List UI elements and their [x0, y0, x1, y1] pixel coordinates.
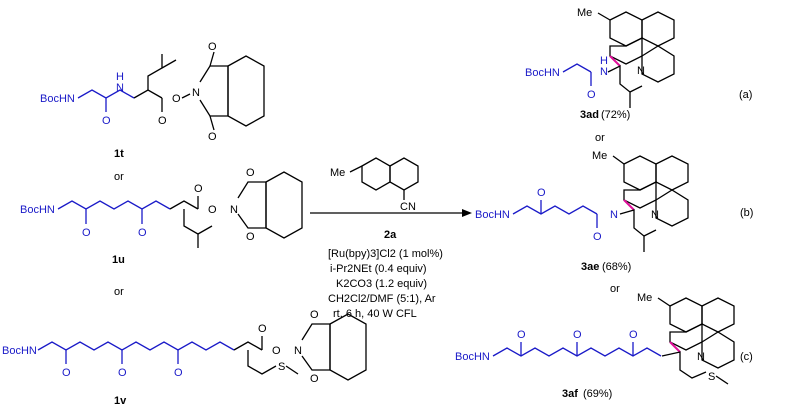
reactant-1u: BocHN O O O O N O O 1u or [20, 167, 303, 298]
methyl-label: Me [592, 150, 607, 162]
svg-text:O: O [174, 367, 183, 379]
svg-text:S: S [708, 371, 715, 383]
svg-text:O: O [62, 367, 71, 379]
svg-text:O: O [310, 309, 319, 321]
condition-4: CH2Cl2/DMF (5:1), Ar [328, 293, 436, 305]
substituent-cn: CN [400, 201, 416, 213]
reaction-arrow [310, 209, 472, 217]
svg-text:O: O [172, 93, 181, 105]
svg-text:H: H [116, 71, 124, 83]
compound-label-3ae: 3ae [581, 261, 599, 273]
svg-text:S: S [278, 361, 285, 373]
svg-text:N: N [294, 345, 302, 357]
svg-text:O: O [118, 367, 127, 379]
svg-text:O: O [208, 41, 217, 53]
tag-b: (b) [740, 207, 753, 219]
svg-text:O: O [258, 323, 267, 335]
conditions: [Ru(bpy)3]Cl2 (1 mol%) i-Pr2NEt (0.4 equ… [328, 248, 443, 320]
product-3ad: Me N BocHN O H N 3ad (72%) or (a) [525, 7, 752, 144]
boc-label-3ae: BocHN [475, 209, 510, 221]
svg-text:H: H [600, 55, 608, 67]
svg-text:N: N [230, 204, 238, 216]
svg-text:O: O [246, 231, 255, 243]
svg-text:O: O [158, 115, 167, 127]
methyl-label: Me [577, 7, 592, 19]
yield-3ad: (72%) [601, 109, 630, 121]
yield-3af: (69%) [583, 388, 612, 400]
svg-text:O: O [517, 329, 526, 341]
svg-text:O: O [573, 329, 582, 341]
tag-a: (a) [739, 89, 752, 101]
boc-label-3af: BocHN [455, 351, 490, 363]
svg-text:N: N [600, 66, 608, 78]
compound-label-1v: 1v [114, 395, 127, 407]
svg-text:O: O [537, 187, 546, 199]
product-3af: Me N BocHN O O O S 3af (69%) (c) [455, 292, 753, 400]
svg-text:N: N [651, 209, 659, 221]
reagent-label-2a: 2a [384, 229, 397, 241]
condition-3: K2CO3 (1.2 equiv) [336, 278, 427, 290]
svg-text:O: O [629, 329, 638, 341]
compound-label-1t: 1t [114, 148, 124, 160]
svg-text:O: O [194, 183, 203, 195]
svg-text:N: N [116, 82, 124, 94]
reactant-1v: BocHN O O O S O O N O O 1v [2, 309, 367, 407]
condition-1: [Ru(bpy)3]Cl2 (1 mol%) [328, 248, 443, 260]
svg-text:O: O [272, 345, 281, 357]
svg-text:N: N [610, 209, 618, 221]
svg-text:O: O [246, 167, 255, 179]
compound-label-1u: 1u [112, 254, 125, 266]
reagent-2a: Me CN [330, 157, 419, 213]
boc-label-1u: BocHN [20, 204, 55, 216]
svg-text:O: O [310, 373, 319, 385]
svg-text:N: N [697, 351, 705, 363]
methyl-label: Me [637, 292, 652, 304]
svg-text:O: O [208, 204, 217, 216]
yield-3ae: (68%) [602, 261, 631, 273]
product-3ae: Me N BocHN O O N 3ae (68%) or (b) [475, 150, 753, 295]
svg-text:O: O [138, 227, 147, 239]
compound-label-3af: 3af [562, 388, 578, 400]
svg-text:O: O [82, 227, 91, 239]
svg-text:O: O [593, 231, 602, 243]
svg-text:N: N [637, 65, 645, 77]
condition-2: i-Pr2NEt (0.4 equiv) [330, 263, 427, 275]
boc-label-1v: BocHN [2, 345, 37, 357]
or-text: or [114, 171, 124, 183]
svg-text:O: O [208, 131, 217, 143]
boc-label-1t: BocHN [40, 93, 75, 105]
or-text: or [114, 286, 124, 298]
boc-label-3ad: BocHN [525, 67, 560, 79]
or-text: or [595, 132, 605, 144]
compound-label-3ad: 3ad [580, 109, 599, 121]
condition-5: rt, 6 h, 40 W CFL [333, 308, 417, 320]
svg-text:O: O [102, 115, 111, 127]
substituent-me: Me [330, 167, 345, 179]
or-text: or [610, 283, 620, 295]
svg-text:O: O [587, 89, 596, 101]
reactant-1t: BocHN O H N O O N O O 1t or [40, 41, 265, 183]
svg-text:N: N [192, 87, 200, 99]
tag-c: (c) [740, 351, 753, 363]
